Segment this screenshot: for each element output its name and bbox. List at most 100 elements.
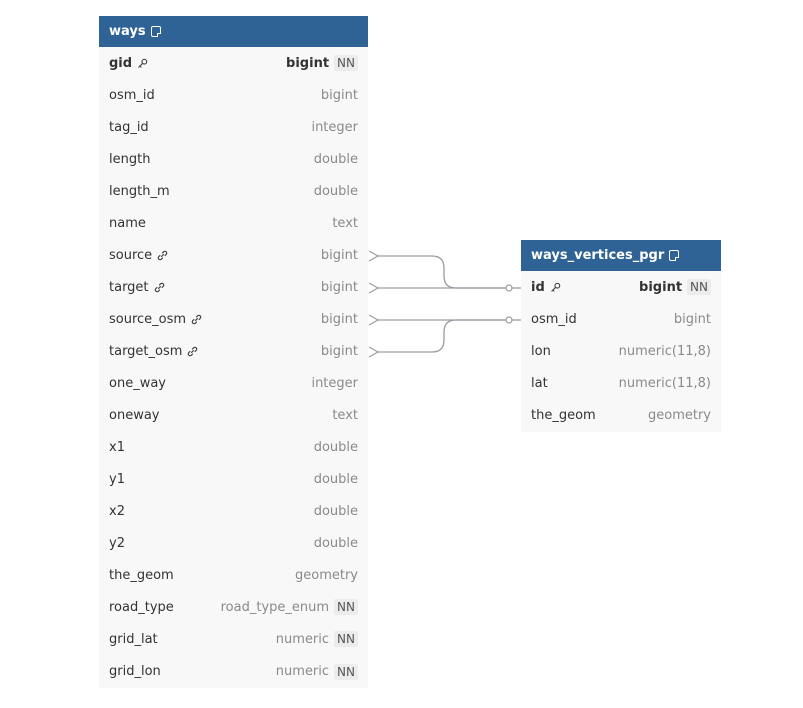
column-type: text <box>332 407 358 423</box>
column-row-x2[interactable]: x2 double <box>99 495 368 527</box>
column-type-group: bigint <box>321 248 358 263</box>
column-type: numeric <box>275 664 330 679</box>
column-type-group: double <box>314 184 358 199</box>
many-marker-target <box>368 282 380 294</box>
column-type-group: bigint <box>321 344 358 359</box>
column-name-group: osm_id <box>531 312 577 327</box>
column-type: bigint <box>639 279 683 295</box>
column-type: bigint <box>320 87 358 103</box>
many-marker-source-osm <box>368 314 380 326</box>
many-marker-target-osm <box>368 346 380 358</box>
column-type-group: bigint <box>321 312 358 327</box>
column-type-group: geometry <box>648 408 711 423</box>
column-type: geometry <box>294 567 358 583</box>
column-name: name <box>109 215 146 231</box>
column-type-group: text <box>332 408 358 423</box>
column-row-lon[interactable]: lon numeric(11,8) <box>521 335 721 367</box>
note-icon[interactable] <box>150 26 161 37</box>
column-name: source_osm <box>109 311 187 327</box>
one-marker-osm-id <box>505 316 513 324</box>
column-row-the-geom[interactable]: the_geom geometry <box>99 559 368 591</box>
column-type-group: bigint <box>321 88 358 103</box>
column-name: y2 <box>109 535 125 551</box>
table-title: ways_vertices_pgr <box>531 248 665 263</box>
column-type: numeric <box>275 631 330 647</box>
column-type-group: double <box>314 536 358 551</box>
column-type: double <box>313 471 358 487</box>
column-type: double <box>313 503 358 519</box>
column-type: bigint <box>320 343 358 359</box>
column-row-y2[interactable]: y2 double <box>99 527 368 559</box>
column-type-group: double <box>314 472 358 487</box>
column-name: lon <box>531 343 551 359</box>
column-name: x2 <box>109 503 125 519</box>
column-type: bigint <box>286 55 330 71</box>
column-name-group: oneway <box>109 408 159 423</box>
one-marker-id <box>505 284 513 292</box>
column-row-source-osm[interactable]: source_osm bigint <box>99 303 368 335</box>
column-type: road_type_enum <box>220 599 330 615</box>
relationship-line-target-osm[interactable] <box>378 319 507 353</box>
column-row-target-osm[interactable]: target_osm bigint <box>99 335 368 367</box>
link-icon <box>191 314 202 325</box>
column-name: length_m <box>109 183 170 199</box>
column-type-group: geometry <box>295 568 358 583</box>
table-header-ways[interactable]: ways <box>99 16 368 47</box>
column-name-group: grid_lat <box>109 632 158 647</box>
table-title: ways <box>109 24 146 39</box>
column-name: source <box>109 247 153 263</box>
column-name-group: length_m <box>109 184 170 199</box>
column-name: osm_id <box>531 311 577 327</box>
column-name-group: lon <box>531 344 551 359</box>
table-header-ways-vertices-pgr[interactable]: ways_vertices_pgr <box>521 240 721 271</box>
column-row-source[interactable]: source bigint <box>99 239 368 271</box>
column-type: numeric(11,8) <box>618 343 711 359</box>
column-type-group: bigint <box>321 280 358 295</box>
note-icon[interactable] <box>669 250 680 261</box>
column-name: tag_id <box>109 119 149 135</box>
column-type: double <box>313 183 358 199</box>
column-name-group: target <box>109 280 165 295</box>
column-name: one_way <box>109 375 166 391</box>
column-row-length-m[interactable]: length_m double <box>99 175 368 207</box>
column-name: length <box>109 151 151 167</box>
column-type-group: bigint <box>674 312 711 327</box>
column-row-target[interactable]: target bigint <box>99 271 368 303</box>
relationship-line-source-id[interactable] <box>378 255 507 289</box>
column-name: grid_lat <box>109 631 158 647</box>
many-marker-source <box>368 250 380 262</box>
column-row-name[interactable]: name text <box>99 207 368 239</box>
not-null-badge: NN <box>334 631 358 647</box>
key-icon <box>550 282 561 293</box>
column-type-group: numeric(11,8) <box>619 344 711 359</box>
column-name-group: length <box>109 152 150 167</box>
column-type-group: double <box>314 440 358 455</box>
column-name: target <box>109 279 149 295</box>
column-type: text <box>332 215 358 231</box>
column-name-group: target_osm <box>109 344 198 359</box>
column-name: target_osm <box>109 343 183 359</box>
column-row-osm-id[interactable]: osm_id bigint <box>521 303 721 335</box>
column-type-group: double <box>314 504 358 519</box>
column-type: geometry <box>647 408 711 423</box>
column-row-oneway[interactable]: oneway text <box>99 399 368 431</box>
column-name: oneway <box>109 407 160 423</box>
column-name-group: the_geom <box>109 568 174 583</box>
